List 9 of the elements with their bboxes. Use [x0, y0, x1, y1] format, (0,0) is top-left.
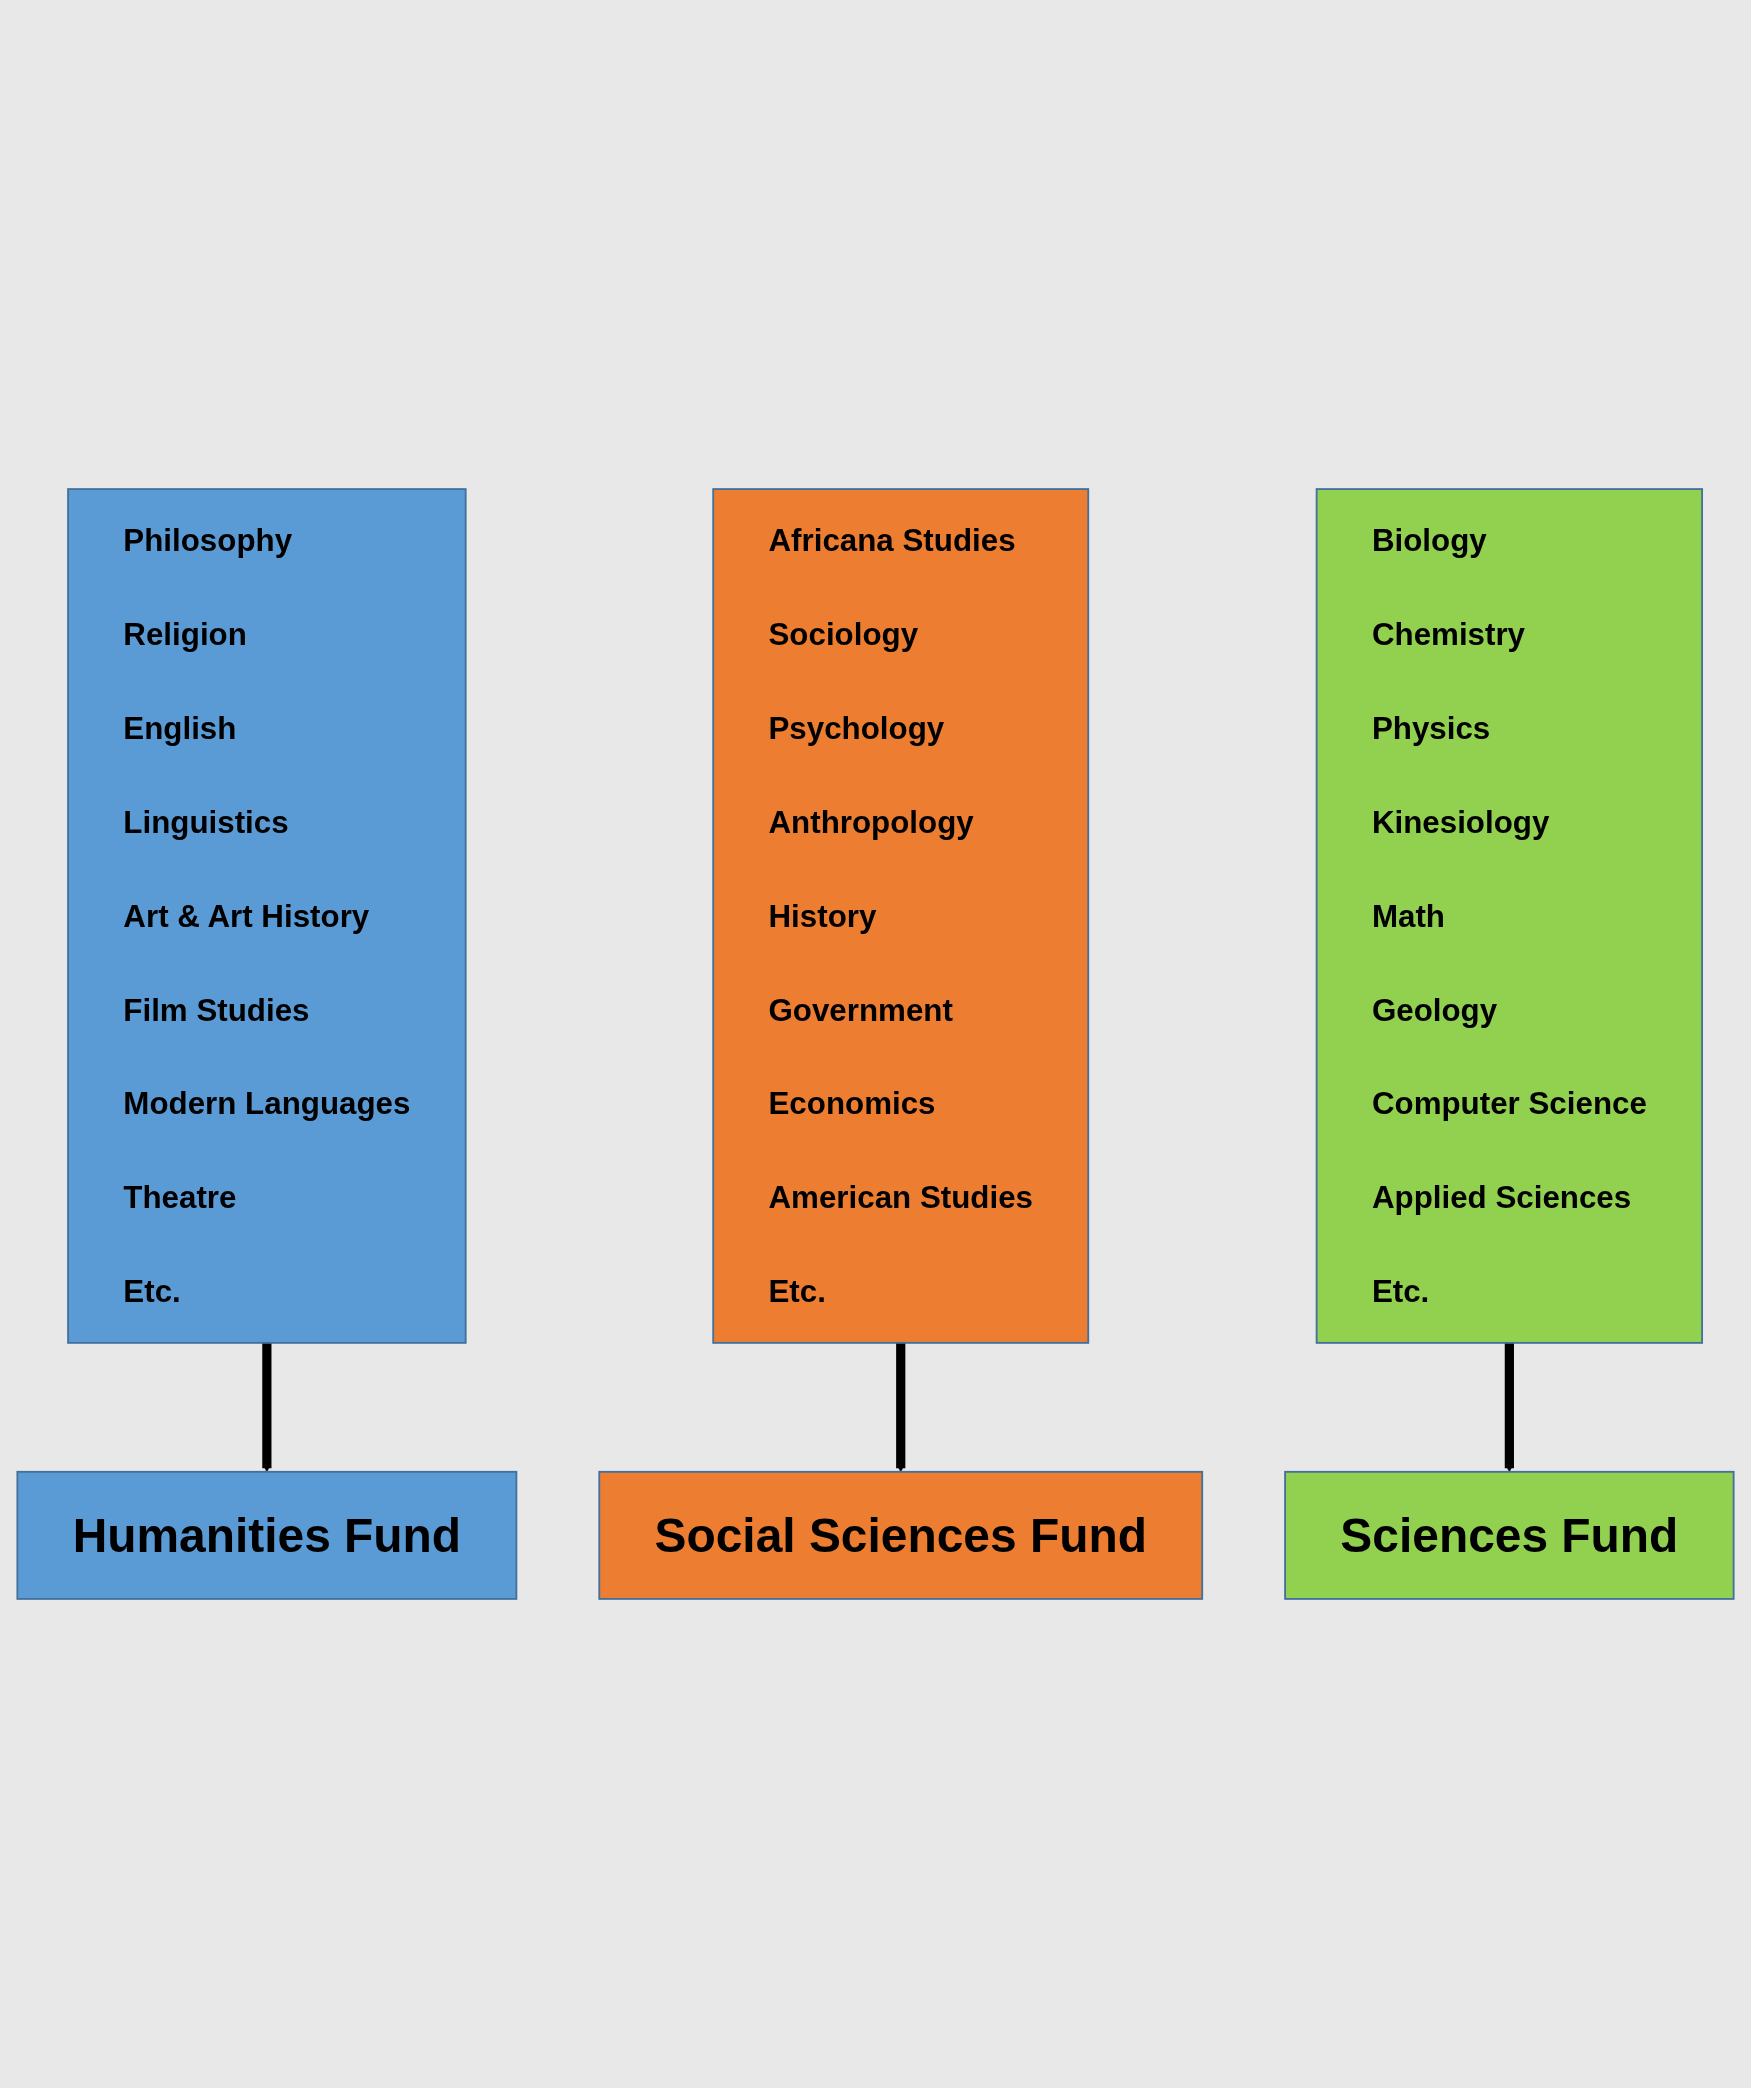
- arrow: [262, 1342, 272, 1473]
- node-box: Africana Studies Sociology Psychology Anthropology History Government Economics American Studies Etc.: [712, 488, 1090, 1344]
- node-box: Sciences Fund: [1284, 1470, 1735, 1600]
- node-box: Social Sciences Fund: [598, 1470, 1204, 1600]
- node-box: Biology Chemistry Physics Kinesiology Math Geology Computer Science Applied Sciences Etc.: [1315, 488, 1703, 1344]
- node-box: Humanities Fund: [16, 1470, 518, 1600]
- arrow: [896, 1342, 906, 1473]
- node-box: Philosophy Religion English Linguistics Art & Art History Film Studies Modern Languages Theatre Etc.: [67, 488, 467, 1344]
- arrow: [1504, 1342, 1514, 1473]
